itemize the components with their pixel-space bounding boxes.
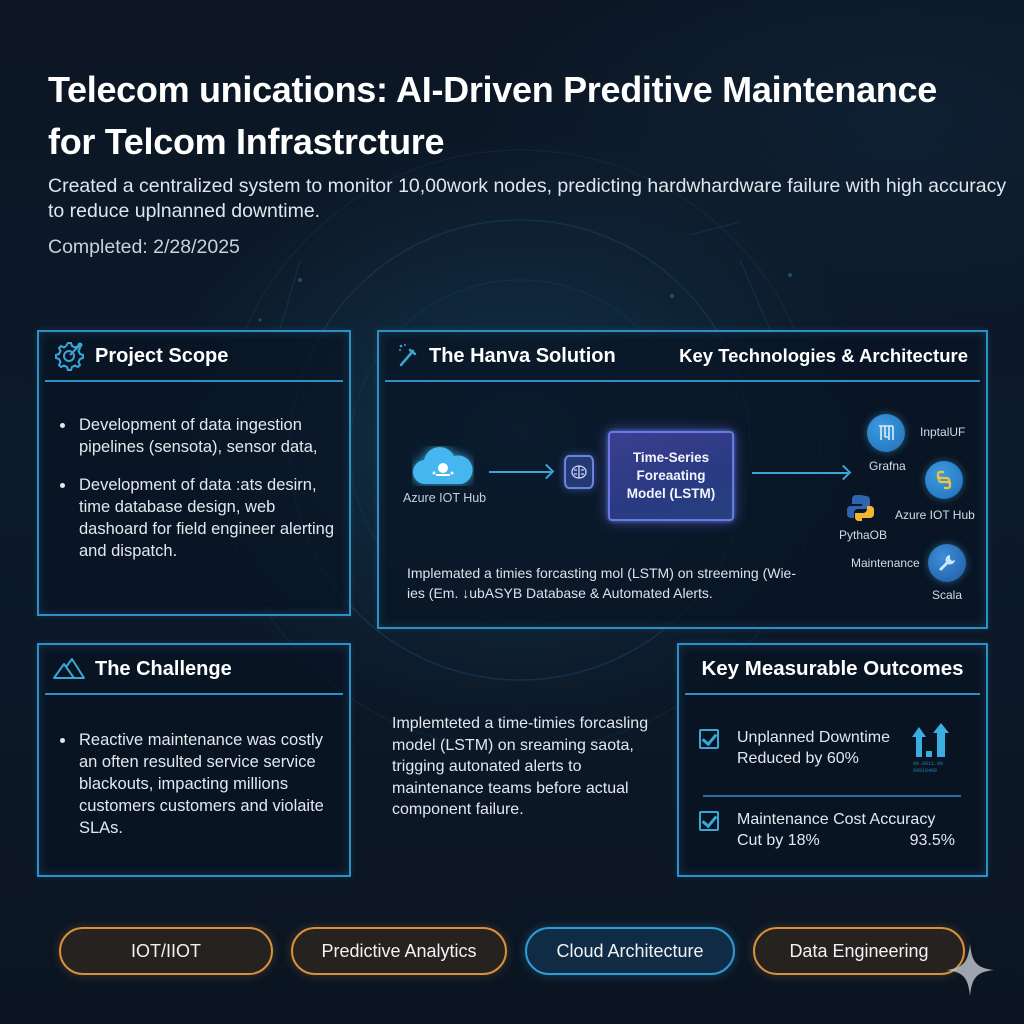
completed-date: Completed: 2/28/2025	[48, 236, 240, 258]
svg-text:99.0011.00: 99.0011.00	[913, 761, 943, 767]
outcome-metric: Maintenance Cost Accuracy	[737, 811, 936, 828]
solution-description: Implemated a timies forcasting mol (LSTM…	[407, 565, 796, 601]
tech-label: Maintenance	[851, 556, 920, 570]
python-logo-icon	[845, 492, 877, 524]
outcome-item: Unplanned Downtime Reduced by 60%	[699, 727, 890, 769]
svg-text:99919400: 99919400	[913, 768, 937, 774]
outcome-metric: Unplanned Downtime	[737, 729, 890, 746]
outcome-value: Reduced by 60%	[737, 750, 859, 767]
list-item: Development of data :ats desirn, time da…	[57, 474, 339, 562]
outcomes-divider	[703, 795, 961, 797]
page-subtitle: Created a centralized system to monitor …	[48, 175, 1007, 222]
list-item: Reactive maintenance was costly an often…	[57, 729, 339, 839]
tech-label: Grafna	[869, 459, 906, 473]
tech-label: Azure IOT Hub	[895, 508, 975, 522]
gear-icon	[51, 341, 87, 371]
solution-panel: The Hanva Solution Key Technologies & Ar…	[377, 330, 988, 629]
outcomes-panel: Key Measurable Outcomes Unplanned Downti…	[677, 643, 988, 877]
challenge-title: The Challenge	[95, 657, 232, 680]
wrench-icon	[928, 544, 966, 582]
tech-label: Scala	[932, 588, 963, 602]
challenge-list: Reactive maintenance was costly an often…	[57, 729, 339, 855]
solution-header: The Hanva Solution Key Technologies & Ar…	[385, 332, 980, 382]
mountain-icon	[51, 654, 87, 684]
tag-cloud-architecture[interactable]: Cloud Architecture	[525, 927, 735, 975]
outcome-cost-value: Cut by 18%	[737, 832, 820, 849]
tag-iot[interactable]: IOT/IIOT	[59, 927, 273, 975]
outcomes-header: Key Measurable Outcomes	[685, 645, 980, 695]
outcome-value: Cut by 18% 93.5%	[737, 830, 955, 851]
sparkle-icon	[946, 944, 994, 996]
list-item: Development of data ingestion pipelines …	[57, 414, 339, 458]
database-brain-icon	[564, 455, 594, 489]
key-technologies-title: Key Technologies & Architecture	[679, 345, 968, 366]
lstm-model-node: Time-Series Foreaating Model (LSTM)	[608, 431, 734, 521]
project-scope-title: Project Scope	[95, 344, 229, 367]
solution-title: The Hanva Solution	[429, 344, 616, 367]
outcome-accuracy-value: 93.5%	[909, 832, 955, 849]
challenge-header: The Challenge	[45, 645, 343, 695]
flow-arrow	[489, 471, 551, 473]
tag-predictive-analytics[interactable]: Predictive Analytics	[291, 927, 507, 975]
challenge-panel: The Challenge Reactive maintenance was c…	[37, 643, 351, 877]
grafana-icon	[867, 414, 905, 452]
python-icon	[925, 461, 963, 499]
tech-label: InptalUF	[920, 425, 966, 439]
tag-data-engineering[interactable]: Data Engineering	[753, 927, 965, 975]
wand-icon	[395, 341, 421, 371]
checkbox-icon	[699, 811, 719, 831]
checkbox-icon	[699, 729, 719, 749]
flow-arrow	[752, 472, 848, 474]
azure-iot-hub-label: Azure IOT Hub	[403, 491, 487, 505]
cloud-icon	[412, 446, 474, 491]
project-scope-panel: Project Scope Development of data ingest…	[37, 330, 351, 616]
implementation-summary: Implemteted a time-timies forcasling mod…	[392, 715, 649, 818]
outcome-item: Maintenance Cost Accuracy Cut by 18% 93.…	[699, 809, 955, 851]
project-scope-list: Development of data ingestion pipelines …	[57, 414, 339, 578]
outcomes-title: Key Measurable Outcomes	[701, 657, 964, 680]
project-scope-header: Project Scope	[45, 332, 343, 382]
growth-arrows-icon: 99.0011.00 99919400	[911, 723, 953, 780]
page-title: Telecom unications: AI-Driven Preditive …	[48, 69, 937, 162]
tech-label: PythaOB	[839, 528, 888, 542]
